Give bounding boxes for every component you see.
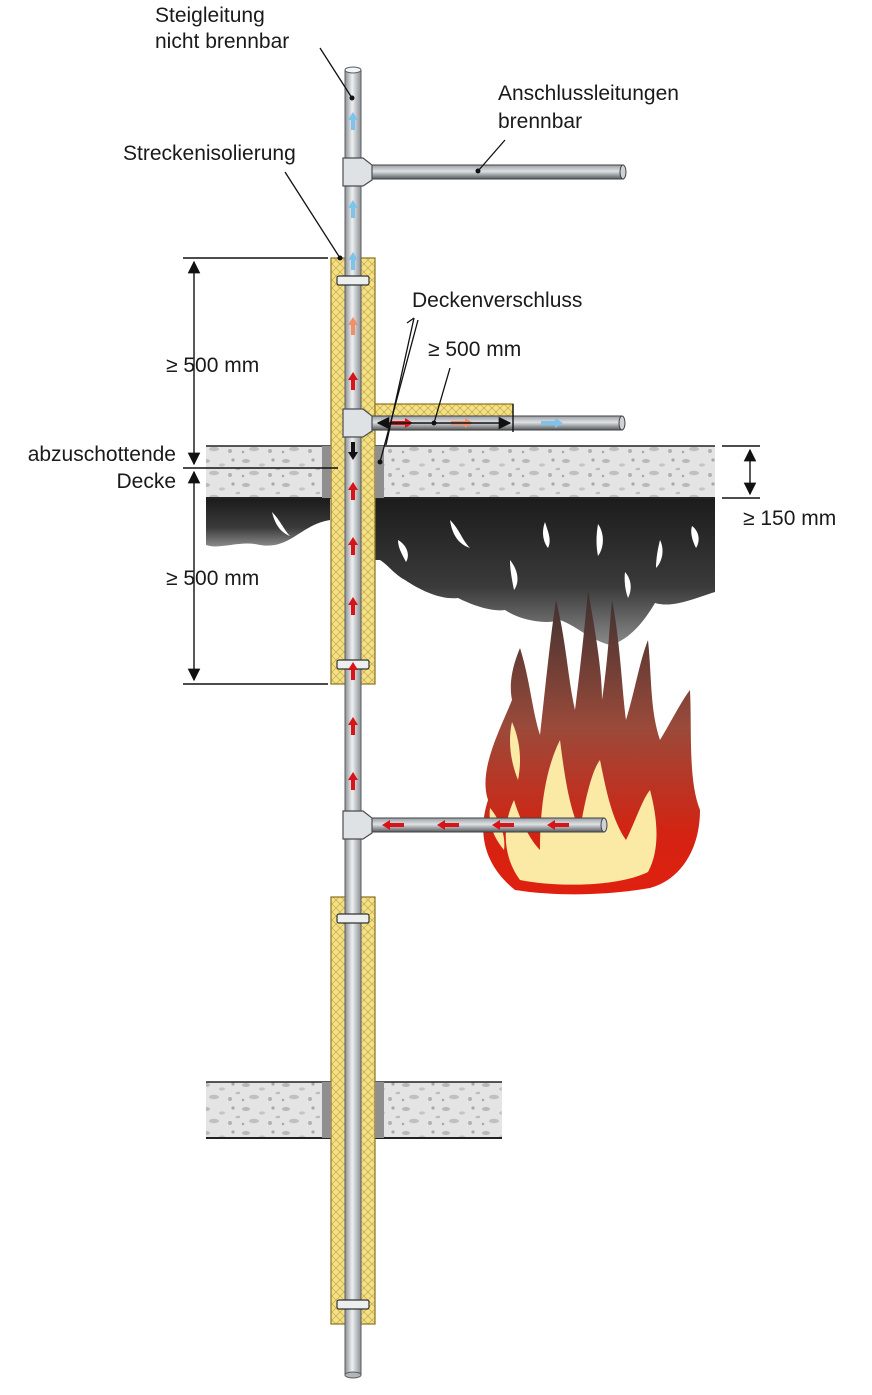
flow-arrow-cold [541, 418, 563, 428]
flow-arrow-hot [348, 482, 358, 500]
riser-label-line1: Steigleitung [155, 4, 265, 27]
labels: Steigleitung nicht brennbar Anschlusslei… [28, 4, 837, 590]
fire [483, 590, 700, 895]
flow-arrow-hot [348, 372, 358, 390]
flow-arrow-cold [348, 200, 358, 218]
insulation-label: Streckenisolierung [123, 142, 296, 165]
ceiling-label-line1: abzuschottende [28, 443, 176, 466]
flow-arrow-warm [348, 317, 358, 335]
flow-arrow-hot [382, 820, 404, 830]
branch-label-line2: brennbar [498, 110, 582, 133]
flow-arrow-hot [348, 717, 358, 735]
branch-length-label: ≥ 500 mm [428, 338, 521, 361]
flow-arrow-cold [348, 112, 358, 130]
dimension-lines [183, 257, 760, 685]
smoke-layer [206, 499, 715, 645]
flow-arrow-hot [492, 820, 514, 830]
ceiling-label-line2: Decke [116, 470, 176, 493]
flow-arrow-hot [348, 662, 358, 680]
leader-lines [284, 47, 506, 463]
below-length-label: ≥ 500 mm [166, 567, 259, 590]
ceiling-seal [322, 446, 384, 1138]
flow-arrow-cold [348, 252, 358, 270]
flow-arrow-hot [547, 820, 569, 830]
slab-thickness-label: ≥ 150 mm [743, 507, 836, 530]
branch-label-line1: Anschlussleitungen [498, 82, 679, 105]
flow-arrow-hot [348, 597, 358, 615]
flow-arrow-hot [348, 772, 358, 790]
flow-arrow-hot [348, 537, 358, 555]
flow-arrow-hot [437, 820, 459, 830]
upper-slab [206, 445, 715, 499]
flow-arrow-down [348, 442, 358, 460]
ceiling-seal-label: Deckenverschluss [412, 289, 582, 312]
above-length-label: ≥ 500 mm [166, 354, 259, 377]
riser-label-line2: nicht brennbar [155, 30, 289, 53]
leader-dots [337, 95, 481, 465]
tee-fittings [342, 157, 373, 840]
